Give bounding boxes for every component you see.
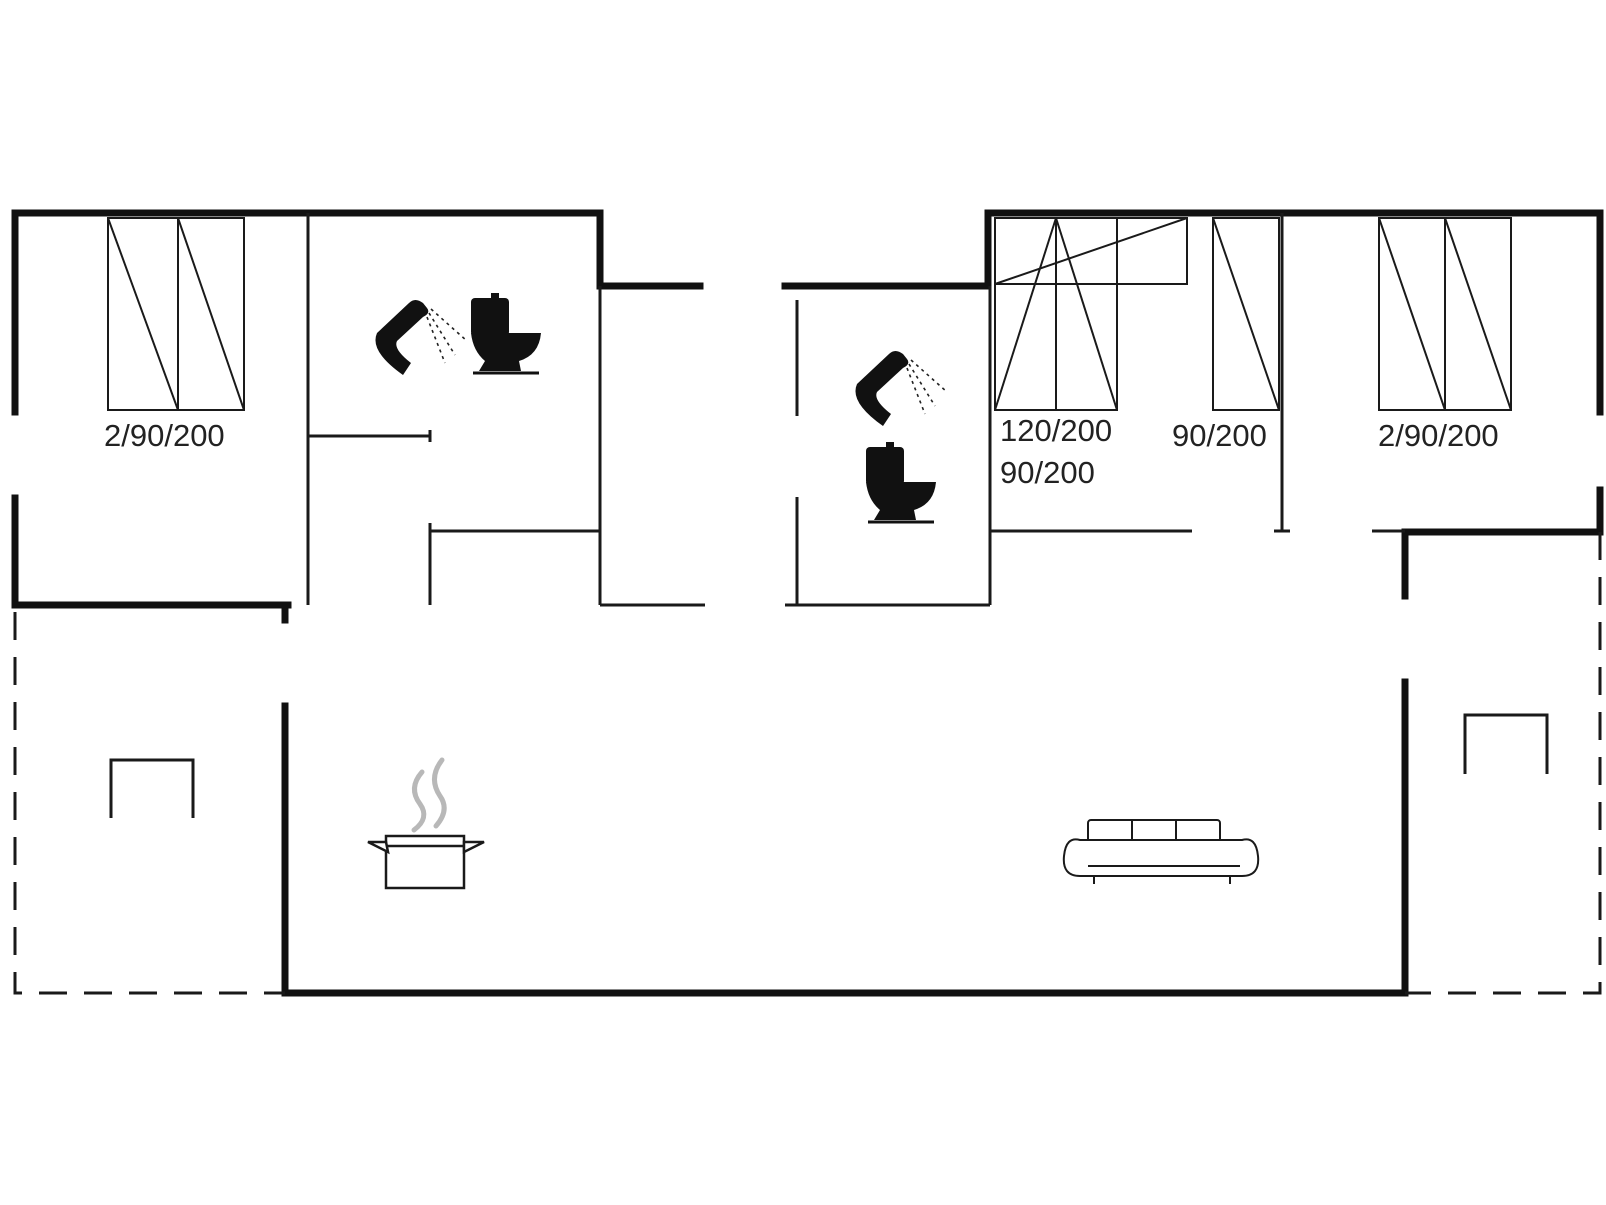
bed-icon: [177, 217, 245, 411]
table-icon: [1463, 713, 1549, 774]
pot-icon: [367, 757, 485, 890]
beds: [107, 217, 1512, 411]
bed-icon: [1212, 217, 1280, 411]
toilet-icon: [866, 442, 936, 524]
bed-label-small: 90/200: [1172, 418, 1267, 453]
east-wing-top-wall: [781, 209, 1604, 290]
bed-label-middle-single: 90/200: [1000, 455, 1095, 490]
east-terrace-outline: [1405, 532, 1602, 995]
bed-label-east: 2/90/200: [1378, 418, 1499, 453]
bed-label-west: 2/90/200: [104, 418, 225, 453]
terrace-outlines: [13, 532, 1602, 995]
sofa-icon: [1062, 819, 1260, 884]
west-wing-top-wall: [11, 209, 704, 290]
bed-label-middle-double: 120/200: [1000, 413, 1112, 448]
interior-walls: [306, 213, 1405, 607]
bed-icon: [1378, 217, 1446, 411]
bed-labels: 2/90/200 120/200 90/200 90/200 2/90/200: [104, 413, 1499, 490]
toilet-icon: [471, 293, 541, 375]
table-icon: [109, 758, 195, 818]
bed-icon: [1444, 217, 1512, 411]
shower-icon: [375, 300, 468, 375]
exterior-walls: [11, 209, 1604, 997]
west-terrace-outline: [13, 612, 285, 995]
bed-icon: [994, 217, 1118, 411]
shower-icon: [855, 351, 948, 426]
bed-icon: [107, 217, 179, 411]
bed-icon: [994, 217, 1188, 285]
